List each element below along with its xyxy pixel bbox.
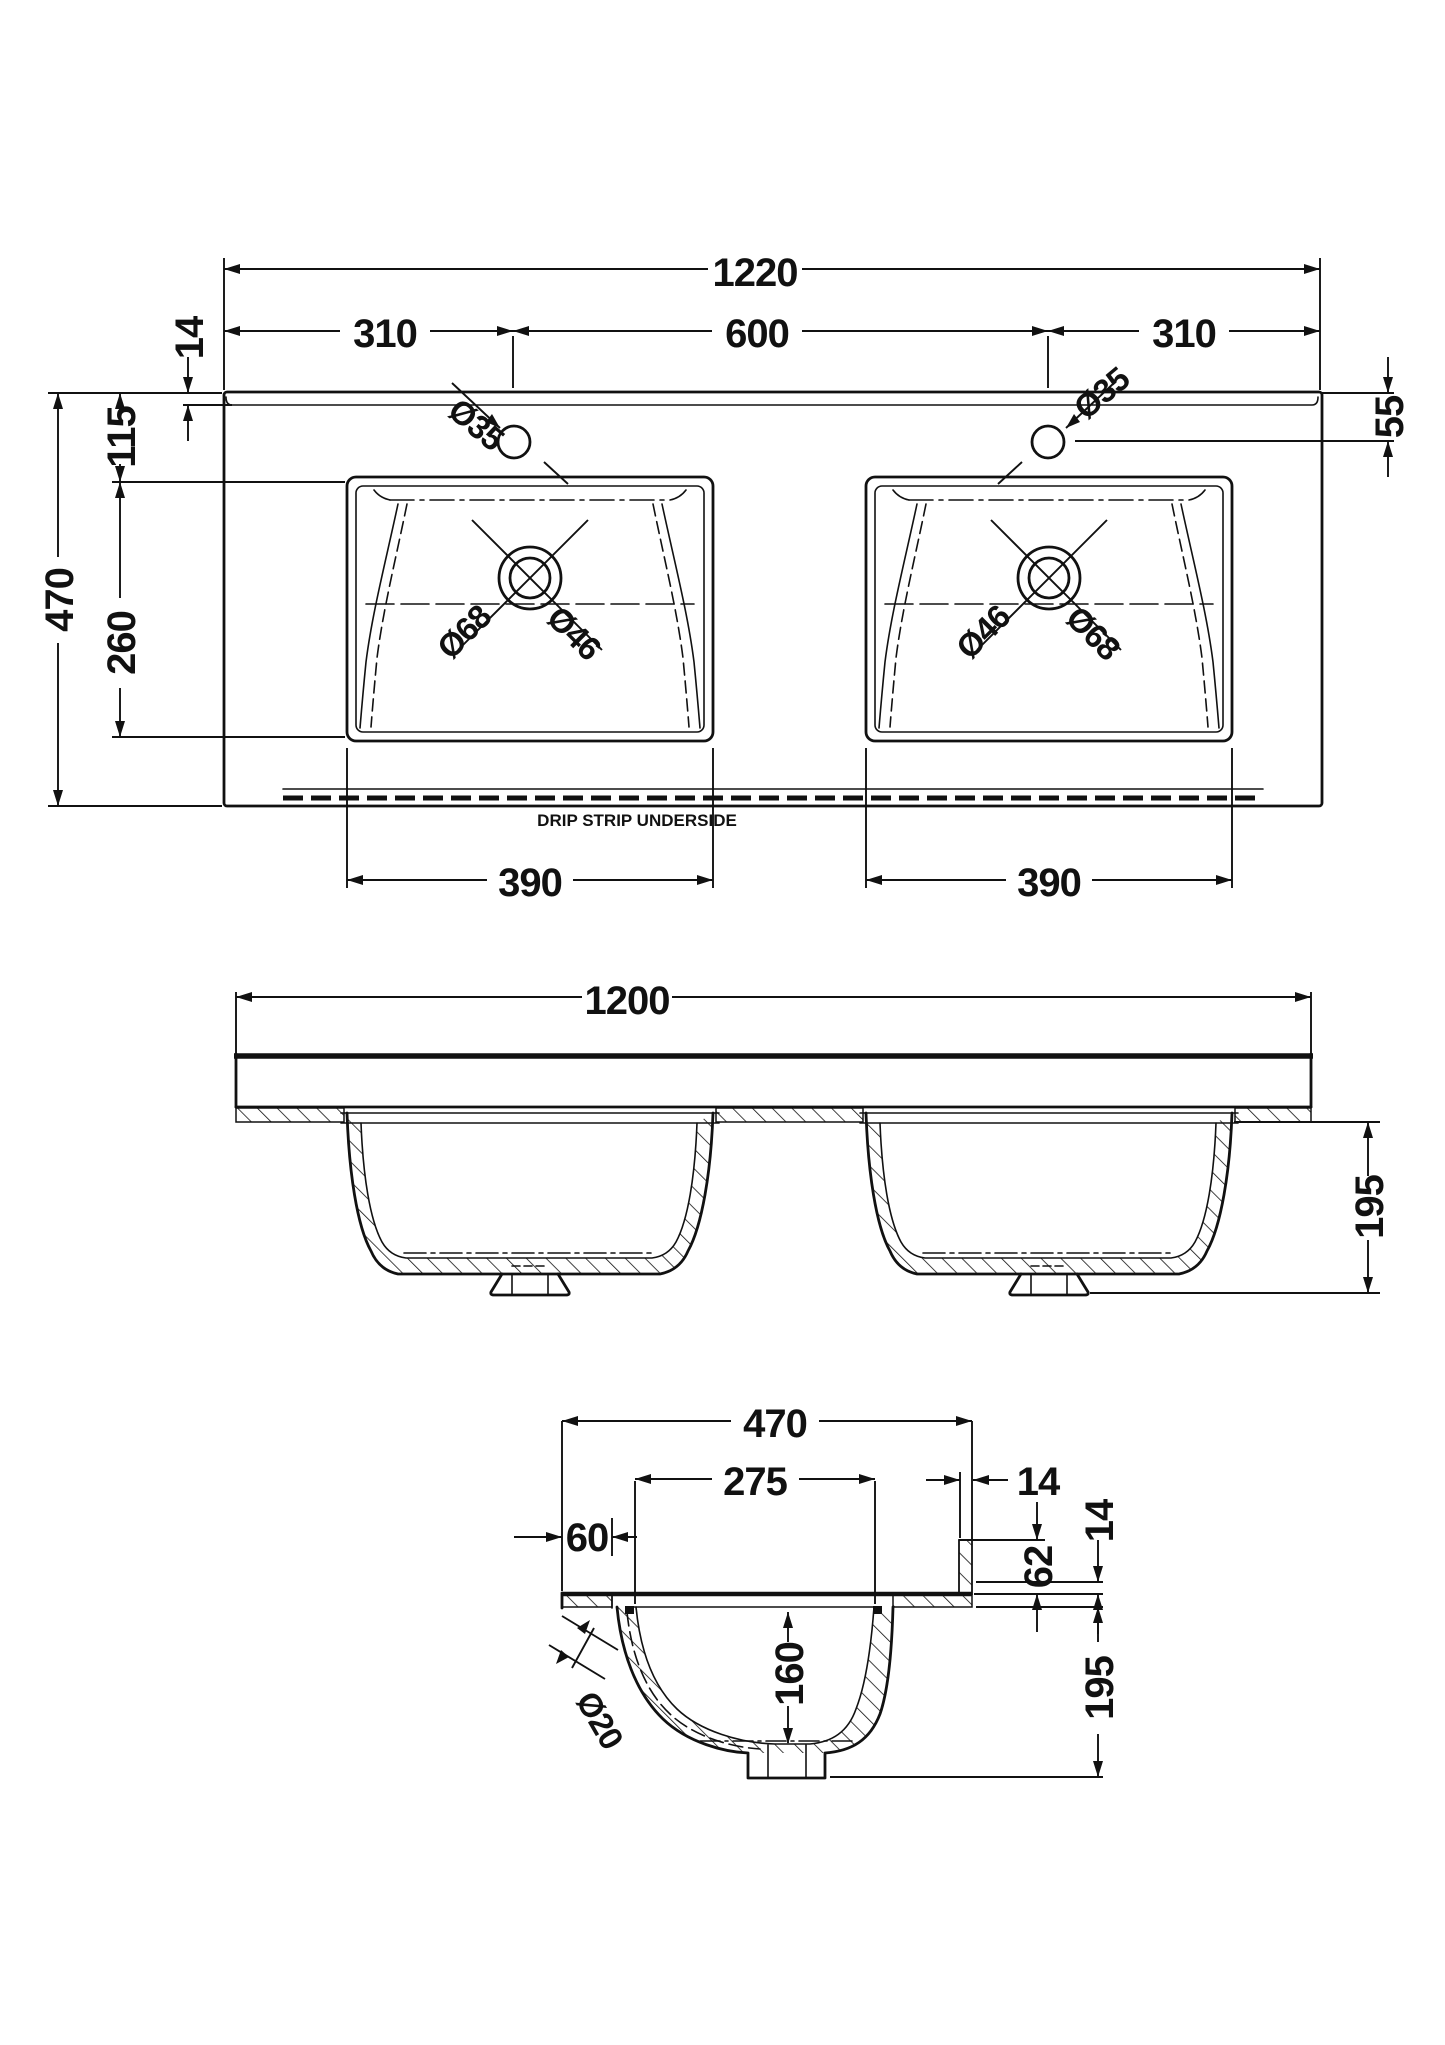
waste-boss-right — [1008, 1265, 1090, 1297]
waste-outer-left-label: Ø68 — [430, 597, 499, 666]
dim-overall-width-label: 1220 — [713, 251, 798, 295]
dim-overall-depth-label: 470 — [38, 568, 82, 632]
dim-side-overall-height: 195 — [1078, 1607, 1122, 1777]
waste-outlet-left: Ø68 Ø46 — [430, 519, 609, 668]
dim-side-overall-height-label: 195 — [1078, 1655, 1122, 1719]
dim-hole-spacing-label: 600 — [725, 312, 789, 356]
front-bowl-right — [859, 1111, 1239, 1297]
basin-cutout-right: Ø46 Ø68 — [864, 475, 1234, 743]
dim-left-hole-offset-label: 310 — [353, 312, 417, 356]
waste-boss-left — [489, 1265, 571, 1297]
basin-cutout-left: Ø68 Ø46 — [345, 475, 715, 743]
plan-extension-lines — [48, 258, 1394, 888]
dim-bowl-opening-label: 275 — [723, 1460, 787, 1504]
dim-back-ledge-label: 60 — [566, 1516, 609, 1560]
dim-top-thickness: 14 — [1078, 1498, 1122, 1634]
drip-strip-note: DRIP STRIP UNDERSIDE — [537, 811, 737, 830]
dim-cutout-width-left: 390 — [347, 861, 713, 905]
dim-hole-setback: 55 — [1368, 357, 1412, 477]
waste-inner-right-label: Ø46 — [949, 597, 1018, 666]
front-bowl-left — [340, 1111, 720, 1297]
dim-front-basin-depth: 195 — [1090, 1121, 1392, 1294]
front-view: 1200 195 — [234, 979, 1392, 1297]
dim-bowl-opening: 275 — [635, 1460, 875, 1504]
dim-front-edge-thickness: 14 — [168, 315, 212, 441]
overflow-channel: Ø20 — [548, 1615, 631, 1755]
tap-hole-left: Ø35 — [442, 382, 569, 485]
side-apron — [958, 1539, 973, 1595]
dim-top-thickness-label: 14 — [1078, 1498, 1122, 1542]
dim-apron-height: 62 — [1017, 1502, 1061, 1632]
dim-cutout-width-right-label: 390 — [1017, 861, 1081, 905]
dim-front-width: 1200 — [235, 979, 1312, 1053]
dim-side-overall-depth: 470 — [562, 1402, 972, 1446]
waste-inner-left-label: Ø46 — [540, 599, 609, 668]
dim-cutout-setback-label: 115 — [100, 405, 144, 467]
dim-bowl-depth: 160 — [768, 1612, 812, 1744]
waste-outlet-right: Ø46 Ø68 — [949, 519, 1128, 668]
dim-front-width-label: 1200 — [585, 979, 670, 1023]
dim-cutout-depth: 260 — [100, 482, 144, 737]
dim-bowl-depth-label: 160 — [768, 1642, 812, 1706]
dim-cutout-width-right: 390 — [866, 861, 1232, 905]
dim-right-hole-offset-label: 310 — [1152, 312, 1216, 356]
dim-cutout-setback: 115 — [100, 393, 144, 482]
tap-hole-left-label: Ø35 — [442, 391, 512, 458]
dim-apron-height-label: 62 — [1017, 1546, 1061, 1589]
dim-hole-offsets: 310 600 310 — [224, 312, 1320, 356]
dim-front-edge-width-label: 14 — [1017, 1460, 1061, 1504]
side-view: Ø20 470 — [514, 1402, 1122, 1780]
side-slab — [560, 1539, 973, 1614]
dim-side-overall-depth-label: 470 — [743, 1402, 807, 1446]
dim-hole-setback-label: 55 — [1368, 395, 1412, 438]
overflow-label: Ø20 — [569, 1685, 631, 1755]
dim-front-edge-thickness-label: 14 — [168, 315, 212, 359]
drip-strip: DRIP STRIP UNDERSIDE — [282, 788, 1264, 830]
dim-cutout-depth-label: 260 — [100, 611, 144, 675]
tap-hole-right: Ø35 — [997, 359, 1136, 485]
dim-overall-depth: 470 — [38, 393, 82, 806]
waste-outer-right-label: Ø68 — [1059, 599, 1128, 668]
dim-front-edge-width: 14 — [926, 1460, 1062, 1504]
dim-cutout-width-left-label: 390 — [498, 861, 562, 905]
countertop-edge-band — [225, 396, 1319, 406]
dim-back-ledge: 60 — [514, 1516, 637, 1560]
front-slab — [234, 1052, 1313, 1123]
dim-overall-width: 1220 — [224, 251, 1320, 295]
plan-view: Ø35 Ø35 Ø68 Ø46 — [38, 251, 1412, 905]
dim-front-basin-depth-label: 195 — [1348, 1174, 1392, 1238]
countertop-outline — [222, 390, 1324, 808]
side-bowl — [615, 1605, 895, 1780]
